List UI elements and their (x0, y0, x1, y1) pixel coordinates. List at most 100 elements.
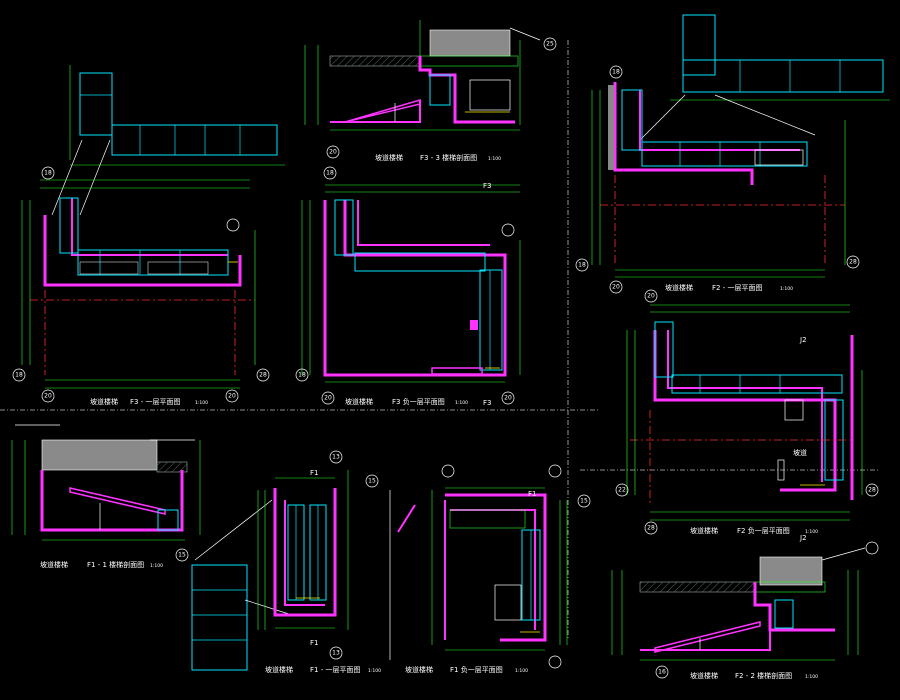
view-title: F3 负一层平面图 (392, 397, 445, 406)
grid-bubble (543, 37, 557, 51)
sheet-separators (0, 40, 880, 640)
grid-bubble (548, 464, 562, 478)
view-scale: 1:100 (805, 674, 818, 680)
view-scale: 1:100 (368, 668, 381, 674)
grid-bubble (41, 166, 55, 180)
grid-bubble-label: 16 (658, 669, 666, 676)
grid-bubble (329, 646, 343, 660)
view-prefix: 坡道楼梯 (690, 526, 718, 535)
view-title: F1 负一层平面图 (450, 665, 503, 674)
v5-bubbles: 20 22 28 28 J2 坡道 J2 (615, 289, 879, 542)
view-f2-2-stair-section (611, 547, 866, 661)
grid-bubble-label: 13 (332, 454, 340, 461)
grid-bubble (548, 655, 562, 669)
grid-bubble-label: 20 (44, 393, 52, 400)
view-scale: 1:100 (150, 563, 163, 569)
view-scale: 1:100 (780, 286, 793, 292)
grid-bubble (865, 541, 879, 555)
grid-bubble (365, 474, 379, 488)
grid-bubble-label: 28 (849, 259, 857, 266)
grid-bubble (225, 389, 239, 403)
view-f1-1-stair-section (11, 424, 201, 541)
grid-bubble (41, 389, 55, 403)
view-scale: 1:100 (455, 400, 468, 406)
grid-bubble-label: 15 (368, 478, 376, 485)
grid-bubble (441, 464, 455, 478)
grid-bubble (256, 368, 270, 382)
view-prefix: 坡道楼梯 (90, 397, 118, 406)
grid-bubble-label: 20 (329, 149, 337, 156)
v4-title: 坡道楼梯 F3 负一层平面图 1:100 (345, 397, 468, 406)
v4-bubbles: 18 18 20 20 F3 F3 (295, 166, 515, 407)
grid-bubble-label: 28 (868, 487, 876, 494)
view-scale: 1:100 (488, 156, 501, 162)
grid-bubble (644, 289, 658, 303)
v2-bubbles: 20 25 (326, 37, 557, 159)
grid-bubble (865, 483, 879, 497)
view-prefix: 坡道楼梯 (665, 283, 693, 292)
grid-bubble-label: 13 (332, 650, 340, 657)
v6-bubbles: 15 (175, 548, 189, 562)
view-scale: 1:100 (805, 529, 818, 535)
grid-bubble-label: 20 (228, 393, 236, 400)
view-title: F2 负一层平面图 (737, 526, 790, 535)
view-scale: 1:100 (195, 400, 208, 406)
grid-bubble-label: 20 (504, 395, 512, 402)
v3-title: 坡道楼梯 F2 - 一层平面图 1:100 (665, 283, 793, 292)
grid-bubble (644, 521, 658, 535)
grid-bubble (846, 255, 860, 269)
grid-bubble-label: 18 (578, 262, 586, 269)
grid-mark: F1 (310, 639, 318, 647)
grid-bubble-label: 20 (612, 284, 620, 291)
grid-bubble (175, 548, 189, 562)
grid-bubble-label: 20 (647, 293, 655, 300)
grid-bubble-label: 18 (326, 170, 334, 177)
zone-mark: J2 (799, 336, 807, 344)
v3-bubbles: 18 18 20 28 (575, 65, 860, 294)
view-f3-ground-plan (21, 65, 285, 389)
v6-title: 坡道楼梯 F1 - 1 楼梯剖面图 1:100 (40, 560, 163, 569)
view-scale: 1:100 (515, 668, 528, 674)
grid-bubble-label: 18 (298, 372, 306, 379)
grid-bubble-label: 15 (178, 552, 186, 559)
grid-bubble (655, 665, 669, 679)
view-f3-3-stair-section (304, 20, 541, 131)
v8-title: 坡道楼梯 F1 负一层平面图 1:100 (405, 665, 528, 674)
v1-title: 坡道楼梯 F3 - 一层平面图 1:100 (90, 397, 208, 406)
v9-bubbles: 16 (655, 541, 879, 679)
grid-bubble-label: 22 (618, 487, 626, 494)
view-title: F1 - 一层平面图 (310, 666, 360, 674)
grid-bubble (615, 483, 629, 497)
view-prefix: 坡道楼梯 (265, 665, 293, 674)
grid-bubble-label: 28 (259, 372, 267, 379)
room-label: 坡道 (793, 448, 807, 457)
grid-bubble (501, 223, 515, 237)
grid-mark: F3 (483, 182, 491, 190)
view-prefix: 坡道楼梯 (40, 560, 68, 569)
grid-mark: J2 (799, 534, 807, 542)
v2-title: 坡道楼梯 F3 - 3 楼梯剖面图 1:100 (375, 153, 501, 162)
grid-bubble (329, 450, 343, 464)
view-title: F3 - 3 楼梯剖面图 (420, 153, 477, 162)
grid-bubble (295, 368, 309, 382)
view-f1-basement-plan (389, 487, 568, 660)
grid-bubble-label: 18 (15, 372, 23, 379)
grid-bubble (12, 368, 26, 382)
v5-title: 坡道楼梯 F2 负一层平面图 1:100 (690, 526, 818, 535)
grid-bubble-label: 20 (324, 395, 332, 402)
view-title: F3 - 一层平面图 (130, 398, 180, 406)
view-f2-basement-plan (626, 304, 863, 521)
grid-bubble (501, 391, 515, 405)
grid-bubble (321, 391, 335, 405)
view-title: F2 - 一层平面图 (712, 284, 762, 292)
view-prefix: 坡道楼梯 (375, 153, 403, 162)
view-prefix: 坡道楼梯 (405, 665, 433, 674)
grid-bubble-label: 18 (612, 69, 620, 76)
v8-bubbles: 15 15 F1 (365, 464, 591, 669)
grid-bubble-label: 25 (546, 41, 554, 48)
grid-bubble (326, 145, 340, 159)
grid-mark: F3 (483, 399, 491, 407)
grid-bubble (323, 166, 337, 180)
grid-bubble (609, 65, 623, 79)
view-title: F1 - 1 楼梯剖面图 (87, 560, 144, 569)
